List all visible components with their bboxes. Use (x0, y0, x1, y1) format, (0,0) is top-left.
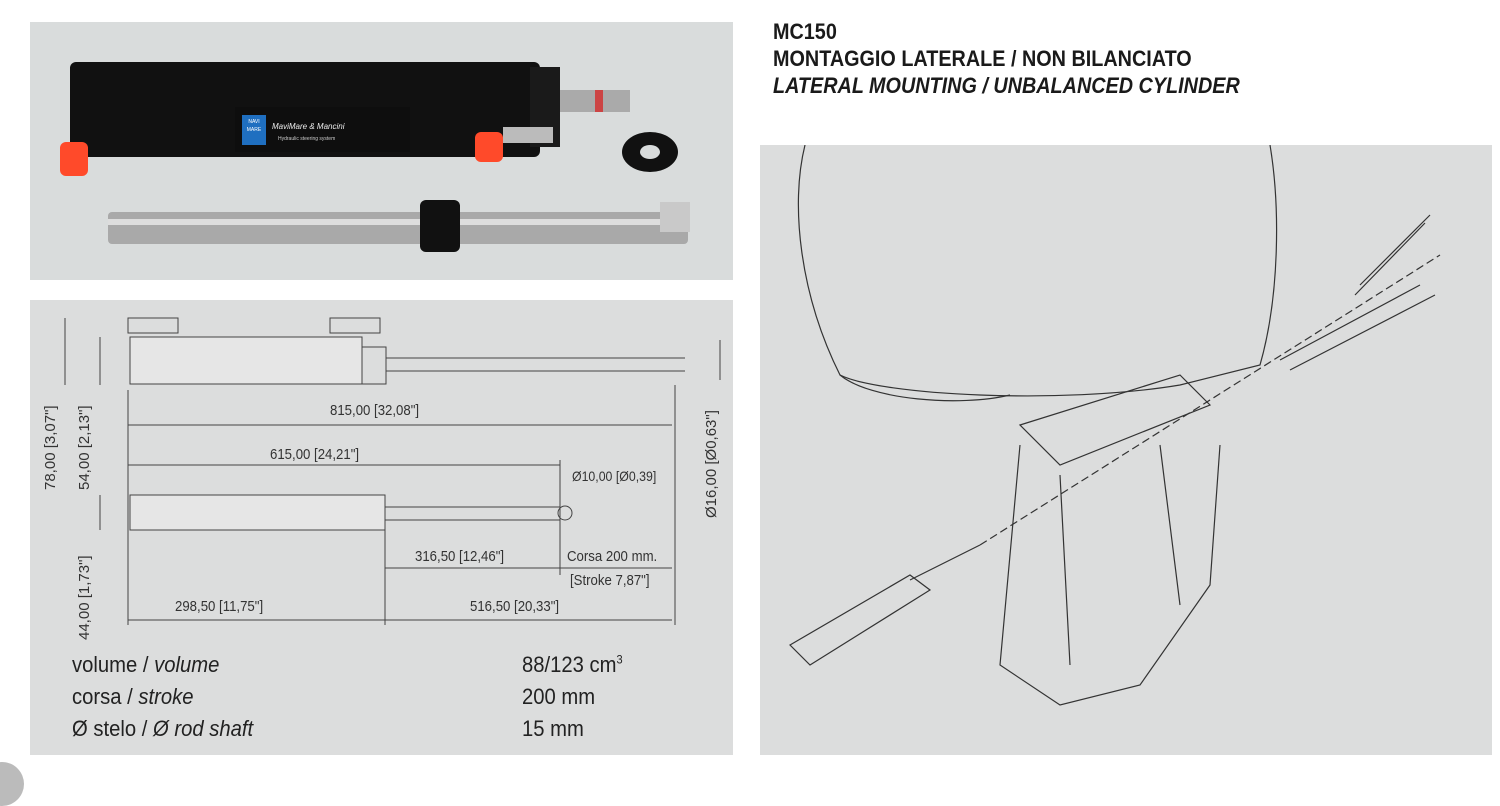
dim-rod-total: 516,50 [20,33"] (470, 598, 560, 615)
product-photo: NAVI MARE MaviMare & Mancini Hydraulic s… (30, 22, 733, 280)
spec-volume-value: 88/123 cm3 (522, 652, 623, 677)
title-english: LATERAL MOUNTING / UNBALANCED CYLINDER (773, 73, 1240, 98)
logo-mark: NAVI MARE (246, 119, 262, 133)
title-italian: MONTAGGIO LATERALE / NON BILANCIATO (773, 46, 1192, 71)
dim-body-length: 298,50 [11,75"] (175, 598, 264, 615)
dim-body-height: 54,00 [2,13"] (76, 405, 93, 490)
page-corner-tab (0, 762, 24, 806)
spec-stroke-value: 200 mm (522, 684, 596, 709)
dim-width: 44,00 [1,73"] (76, 555, 93, 640)
dim-stroke-en: [Stroke 7,87"] (570, 572, 650, 589)
brand-logo: MaviMare & Mancini (272, 122, 345, 131)
model-title: MC150 (773, 19, 837, 44)
spec-rod-label: Ø stelo / Ø rod shaft (72, 716, 254, 741)
dimension-lines (64, 317, 721, 625)
page-heading: MC150 MONTAGGIO LATERALE / NON BILANCIAT… (773, 18, 1240, 99)
dim-total-height: 78,00 [3,07"] (42, 405, 59, 490)
dim-rod-hole: Ø10,00 [Ø0,39] (572, 468, 657, 484)
spec-volume-label: volume / volume (72, 652, 220, 677)
dim-stroke-it: Corsa 200 mm. (567, 548, 658, 565)
brand-subtitle: Hydraulic steering system (278, 136, 336, 142)
technical-drawing: 815,00 [32,08"] 615,00 [24,21"] Ø10,00 [… (30, 300, 733, 755)
dim-overall-length: 815,00 [32,08"] (330, 402, 420, 419)
mounting-illustration (760, 145, 1492, 755)
cylinder-photo (60, 62, 690, 252)
dim-rod-diameter: Ø16,00 [Ø0,63"] (703, 410, 720, 518)
outboard-engine-drawing (789, 145, 1441, 706)
spec-rod-value: 15 mm (522, 716, 584, 741)
dim-retracted-length: 615,00 [24,21"] (270, 446, 360, 463)
dim-rod-extension: 316,50 [12,46"] (415, 548, 505, 565)
spec-stroke-label: corsa / stroke (72, 684, 194, 709)
